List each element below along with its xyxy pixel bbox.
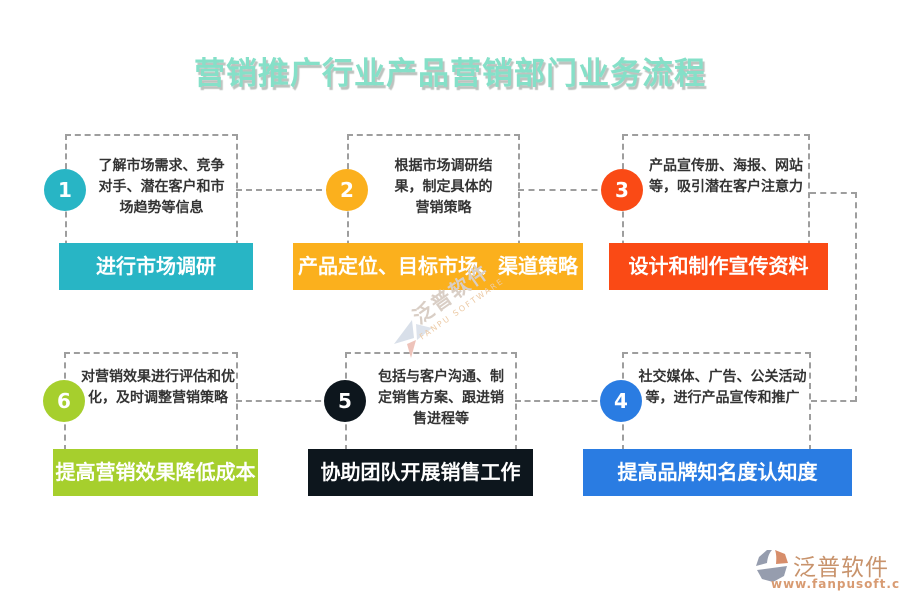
brand-logo-icon [756,550,788,582]
step5-description: 包括与客户沟通、制定销售方案、跟进销售进程等 [378,369,504,427]
connector-elbow-vertical [855,192,857,402]
step2-description-box: 根据市场调研结果，制定具体的营销策略 [347,134,520,266]
step6-number-badge: 6 [43,380,85,422]
step2-number: 2 [340,178,354,202]
step3-description: 产品宣传册、海报、网站等，吸引潜在客户注意力 [649,158,803,195]
step2-number-badge: 2 [326,169,368,211]
connector-step5-step4 [515,400,607,402]
step6-description: 对营销效果进行评估和优化，及时调整营销策略 [81,369,235,406]
connector-step2-step3 [518,189,608,191]
step3-result-bar: 设计和制作宣传资料 [609,243,828,290]
step2-result-bar: 产品定位、目标市场、渠道策略 [293,243,583,290]
step3-number-badge: 3 [601,169,643,211]
brand-logo: 泛普软件 www.fanpusoft.com [752,546,900,594]
step5-number: 5 [338,389,352,413]
step1-result-bar: 进行市场调研 [59,243,253,290]
step4-number-badge: 4 [600,380,642,422]
step5-number-badge: 5 [324,380,366,422]
step1-number-badge: 1 [44,169,86,211]
page-title: 营销推广行业产品营销部门业务流程 [194,56,706,92]
step5-result-bar: 协助团队开展销售工作 [308,449,533,496]
step6-result-bar: 提高营销效果降低成本 [53,449,258,496]
connector-step6-step5 [236,400,331,402]
brand-name: 泛普软件 [793,555,889,581]
step4-result-bar: 提高品牌知名度认知度 [583,449,852,496]
step6-number: 6 [57,389,71,413]
step1-number: 1 [58,178,72,202]
connector-step3-elbow-top [810,192,857,194]
step4-number: 4 [614,389,628,413]
step2-description: 根据市场调研结果，制定具体的营销策略 [394,158,493,216]
connector-step1-step2 [236,189,332,191]
step3-number: 3 [615,178,629,202]
step1-description: 了解市场需求、竞争对手、潜在客户和市场趋势等信息 [98,158,225,216]
brand-url: www.fanpusoft.com [771,577,900,591]
step4-description: 社交媒体、广告、公关活动等，进行产品宣传和推广 [638,369,807,406]
connector-elbow-step4 [811,400,856,402]
